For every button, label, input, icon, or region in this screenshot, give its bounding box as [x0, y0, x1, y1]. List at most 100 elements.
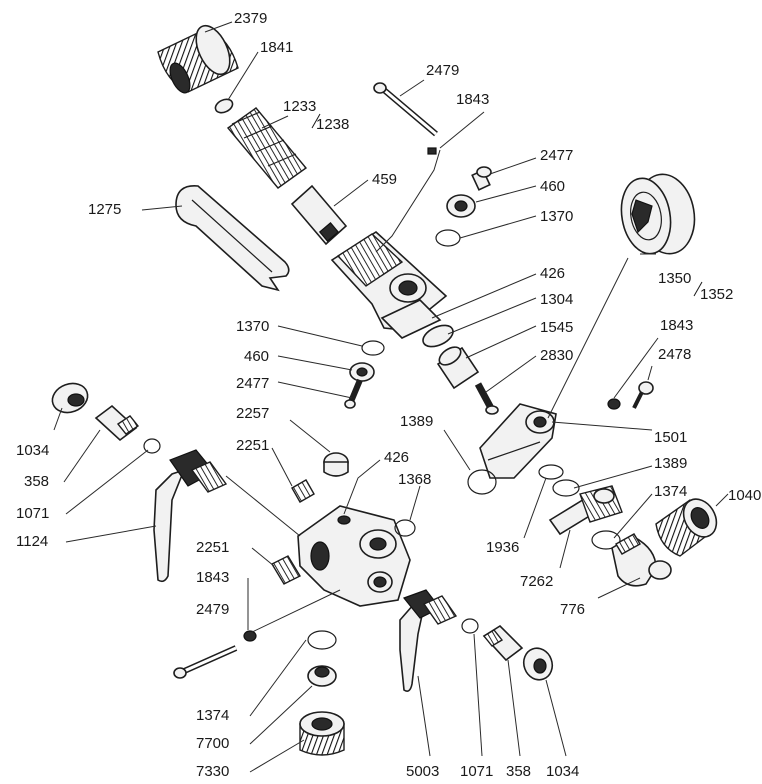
main-valve-body	[297, 505, 411, 607]
label-7700: 7700	[196, 735, 229, 752]
label-1843-lower: 1843	[196, 569, 229, 586]
washer-1841	[214, 98, 234, 114]
part-number-labels: 2379 1841 2479 1843 1233 1238 2477 459 4…	[16, 10, 761, 780]
filter-1545	[436, 346, 480, 390]
label-1370-mid: 1370	[236, 318, 269, 335]
label-459: 459	[372, 171, 397, 188]
bolt-2479-lower	[173, 645, 238, 679]
label-1843-top: 1843	[456, 91, 489, 108]
label-426-top: 426	[540, 265, 565, 282]
label-460-mid: 460	[244, 348, 269, 365]
spring-2251-lower	[271, 555, 301, 585]
label-2251-upper: 2251	[236, 437, 269, 454]
label-2257: 2257	[236, 405, 269, 422]
cap-7330	[299, 711, 345, 756]
yoke-1501	[479, 403, 557, 479]
oring-1370-top	[435, 229, 461, 247]
label-1233: 1233	[283, 98, 316, 115]
screw-2477-mid	[344, 378, 363, 409]
label-1374-bottom: 1374	[196, 707, 229, 724]
nut-1843-top	[427, 147, 437, 155]
nut-1843-mid	[607, 398, 621, 410]
screw-2477-top	[471, 166, 492, 191]
handwheel-2379	[157, 24, 239, 94]
nut-1843-lower	[243, 630, 257, 642]
label-2479-top: 2479	[426, 62, 459, 79]
slash-1233-1238	[311, 113, 321, 129]
label-1034-right: 1034	[546, 763, 579, 780]
label-776: 776	[560, 601, 585, 618]
slash-1350-1352	[693, 281, 703, 297]
oring-1389-b	[552, 479, 580, 497]
label-5003: 5003	[406, 763, 439, 780]
label-2479-lower: 2479	[196, 601, 229, 618]
ring-1368	[394, 519, 416, 537]
label-358-right: 358	[506, 763, 531, 780]
spring-1233	[226, 107, 308, 189]
ring-1374-bottom	[307, 630, 337, 650]
spring-2251-upper	[291, 479, 315, 503]
cap-1034-left	[51, 382, 89, 414]
label-1843-mid: 1843	[660, 317, 693, 334]
label-1040: 1040	[728, 487, 761, 504]
leader-lines	[53, 21, 729, 773]
label-1389-left: 1389	[400, 413, 433, 430]
ring-1374-right	[591, 530, 621, 550]
label-2477-mid: 2477	[236, 375, 269, 392]
clip-1275-slot	[191, 199, 273, 273]
label-7330: 7330	[196, 763, 229, 780]
label-2830: 2830	[540, 347, 573, 364]
label-1275: 1275	[88, 201, 121, 218]
oring-1370-mid	[361, 340, 385, 356]
label-1350: 1350	[658, 270, 691, 287]
label-426-mid: 426	[384, 449, 409, 466]
bolt-2479-top	[373, 82, 438, 137]
screw-2478	[632, 381, 654, 409]
label-1841: 1841	[260, 39, 293, 56]
label-2251-lower: 2251	[196, 539, 229, 556]
label-1071-right: 1071	[460, 763, 493, 780]
ring-1071-left	[143, 438, 161, 454]
nut-460-top	[446, 194, 476, 218]
label-1124: 1124	[16, 533, 48, 550]
plug-2257	[323, 452, 349, 477]
label-1374-right: 1374	[654, 483, 687, 500]
label-1352: 1352	[700, 286, 733, 303]
label-2379: 2379	[234, 10, 267, 27]
screw-2830	[474, 382, 499, 415]
label-1034-left: 1034	[16, 442, 49, 459]
lever-5003	[399, 589, 458, 692]
label-2478: 2478	[658, 346, 691, 363]
connector-358-right	[482, 624, 524, 662]
label-1501: 1501	[654, 429, 687, 446]
label-1368: 1368	[398, 471, 431, 488]
label-1936: 1936	[486, 539, 519, 556]
fitting-7262	[548, 485, 623, 536]
oring-1389-right	[538, 464, 564, 480]
upper-valve-body	[330, 230, 448, 339]
label-358-left: 358	[24, 473, 49, 490]
connector-358-left	[94, 404, 140, 442]
ring-1304	[422, 324, 454, 348]
label-1238: 1238	[316, 116, 349, 133]
label-1545: 1545	[540, 319, 573, 336]
nut-7700	[307, 665, 337, 687]
stem-459	[290, 184, 348, 246]
label-7262: 7262	[520, 573, 553, 590]
label-1071-left: 1071	[16, 505, 49, 522]
clip-1275	[175, 185, 290, 292]
cap-1040	[655, 498, 718, 557]
label-2477-top: 2477	[540, 147, 573, 164]
knob-1350	[620, 173, 696, 255]
label-1389-right: 1389	[654, 455, 687, 472]
cap-1034-right	[522, 647, 554, 681]
ring-1071-right	[461, 618, 479, 634]
label-1370-top: 1370	[540, 208, 573, 225]
elbow-776	[611, 533, 672, 587]
lever-1124	[153, 449, 228, 583]
nut-460-mid	[349, 362, 375, 382]
label-1304: 1304	[540, 291, 573, 308]
oring-1389-left	[467, 469, 497, 495]
